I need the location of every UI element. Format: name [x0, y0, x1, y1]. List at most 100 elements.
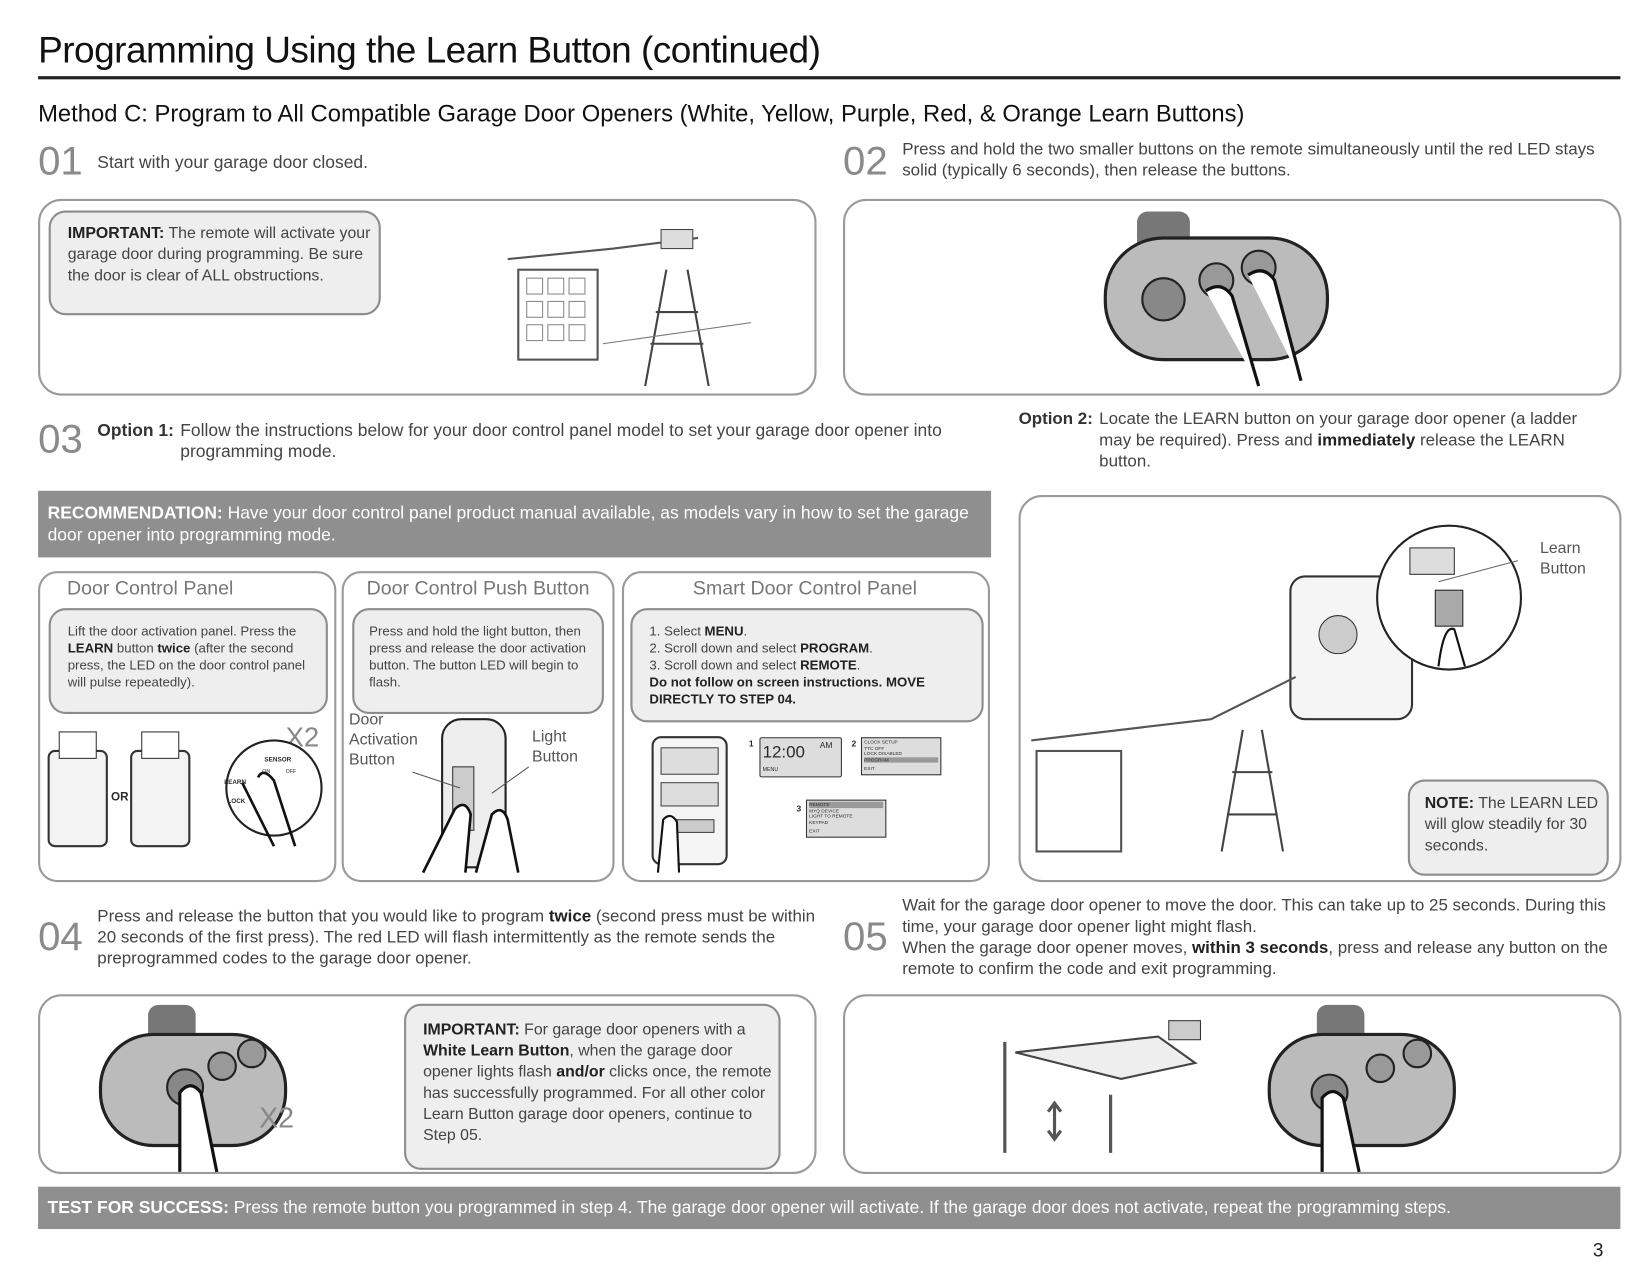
option1-label: Option 1: — [97, 420, 174, 441]
step03-panels-0-b1-text: LEARN — [67, 640, 114, 656]
times-two-label-step04: X2 — [259, 1102, 295, 1134]
step-number-04: 04 — [38, 914, 83, 960]
method-heading: Method C: Program to All Compatible Gara… — [38, 100, 1245, 127]
step03-panels-2-screen2-items-0-text: CLOCK SETUP — [864, 739, 898, 745]
learn-led-note: NOTE: The LEARN LED will glow steadily f… — [1407, 779, 1609, 876]
door-control-panels-illustration — [47, 731, 323, 848]
step04-imp-label-text: IMPORTANT: — [423, 1020, 520, 1039]
step04-text: Press and release the button that you wo… — [97, 906, 816, 969]
step01-important-note: IMPORTANT: The remote will activate your… — [48, 210, 381, 316]
garage-door-moving-illustration — [1003, 1020, 1202, 1153]
step05-t1-text: Wait for the garage door opener to move … — [902, 896, 1606, 937]
step03-option1: Option 1: Follow the instructions below … — [97, 420, 975, 462]
step-number-02: 02 — [842, 139, 888, 185]
step02-text: Press and hold the two smaller buttons o… — [902, 140, 1595, 180]
step03-panels-2-l2a-text: 2. Scroll down and select — [649, 640, 801, 656]
screen-3-number: 3 — [796, 803, 802, 814]
step03-note-label-text: NOTE: — [1424, 794, 1475, 813]
step03-panels-2-screen2-items-3-text: PROGRAM — [864, 756, 939, 763]
opener-learn-button-illustration — [1031, 524, 1523, 853]
door-control-panel-instructions: Lift the door activation panel. Press th… — [48, 608, 328, 714]
garage-door-ladder-illustration — [507, 228, 752, 387]
door-activation-button-label: Door Activation Button — [349, 710, 418, 769]
step03-panels-2-screen2-exit-text: EXIT — [864, 765, 875, 772]
step05-t3-text: , press and release any button on the re… — [902, 939, 1608, 979]
step03-panels-2-screen3-items-1-text: MYQ DEVICE — [809, 807, 840, 813]
step-number-01: 01 — [38, 139, 83, 185]
screen-2-number: 2 — [851, 739, 857, 749]
step03-panels-2-l1b-text: MENU — [704, 624, 744, 639]
step03-panels-0-t2-text: button — [113, 640, 158, 656]
panel-title-smart-panel: Smart Door Control Panel — [692, 576, 917, 599]
screen-1: 12:00 AM MENU — [759, 737, 842, 778]
step-number-03: 03 — [38, 417, 83, 463]
step04-imp-t1-text: For garage door openers with a — [519, 1020, 746, 1039]
step03-panels-2-screen3-items-3-text: KEYPAD — [809, 819, 829, 825]
step04-important-note: IMPORTANT: For garage door openers with … — [404, 1003, 781, 1170]
sensor-label: SENSOR — [264, 757, 292, 764]
step03-panels-2-screen2-items-1-text: TTC OFF — [864, 745, 885, 751]
or-label: OR — [111, 791, 129, 804]
step03-panels-0-t3-text: (after the second press, the LED on the … — [67, 640, 306, 690]
off-label: OFF — [285, 768, 297, 776]
step03-option2: Option 2: Locate the LEARN button on you… — [1019, 409, 1611, 472]
step04-b-text: twice — [548, 907, 592, 926]
step05-text: Wait for the garage door opener to move … — [902, 896, 1632, 981]
recommendation-text: Have your door control panel product man… — [47, 503, 969, 545]
step03-panels-2-screen2-items-2-text: LOCK DISABLED — [864, 750, 902, 757]
step03-panels-2-l3b-text: REMOTE — [800, 657, 857, 673]
step03-panels-2-l4-text: Do not follow on screen instructions. MO… — [649, 674, 925, 707]
step03-panels-2-l3c-text: . — [856, 657, 861, 673]
learn-label: LEARN — [224, 779, 247, 786]
step04-imp-t3-text: clicks once, the remote has successfully… — [423, 1062, 772, 1145]
remote-single-press-illustration — [98, 1004, 288, 1173]
step03-panels-0-b2-text: twice — [157, 640, 191, 656]
light-button-label: Light Button — [532, 727, 578, 766]
step03-panels-2-screen3-items-2-text: LIGHT TO REMOTE — [809, 813, 853, 819]
option1-text: Follow the instructions below for your d… — [180, 420, 942, 462]
smart-panel-instructions: 1. Select MENU. 2. Scroll down and selec… — [630, 608, 984, 723]
step03-option2-b-text: immediately — [1317, 431, 1416, 450]
step03-panels-2-l2c-text: . — [869, 640, 873, 656]
title-rule — [38, 76, 1621, 80]
recommendation-bar: RECOMMENDATION: Have your door control p… — [38, 490, 992, 558]
step05-t2-text: When the garage door opener moves, — [902, 939, 1192, 958]
step04-t1-text: Press and release the button that you wo… — [97, 907, 549, 926]
lock-label: LOCK — [227, 798, 246, 805]
step03-panels-2-l2b-text: PROGRAM — [800, 640, 870, 656]
step03-note-text-text: The LEARN LED will glow steadily for 30 … — [1424, 794, 1599, 855]
panel-title-door-control: Door Control Panel — [66, 576, 234, 599]
smart-panel-device-illustration — [651, 736, 728, 873]
step03-panels-2-l3a-text: 3. Scroll down and select — [649, 657, 801, 673]
screen-ampm: AM — [819, 740, 833, 750]
option2-text: Locate the LEARN button on your garage d… — [1099, 409, 1586, 472]
step-number-05: 05 — [842, 914, 888, 960]
step03-panels-2-l1a-text: 1. Select — [649, 624, 705, 639]
on-label: ON — [262, 768, 271, 776]
panel-title-push-button: Door Control Push Button — [366, 576, 590, 599]
step05-illustration-frame — [842, 994, 1622, 1175]
important-label: IMPORTANT: — [67, 224, 165, 243]
step04-imp-b1-text: White Learn Button — [423, 1041, 570, 1060]
step03-panels-2-screen3-exit-text: EXIT — [809, 828, 820, 834]
remote-two-finger-press-illustration — [1103, 211, 1330, 387]
screen-menu-label: MENU — [762, 766, 779, 774]
learn-button-callout: Learn Button — [1540, 539, 1586, 578]
step03-panels-0-t1-text: Lift the door activation panel. Press th… — [67, 624, 297, 639]
step04-t2-text: (second press must be within 20 seconds … — [97, 907, 816, 968]
step01-text: Start with your garage door closed. — [97, 153, 368, 173]
page-number: 3 — [1592, 1239, 1604, 1261]
screen-1-number: 1 — [748, 739, 754, 749]
push-button-instructions: Press and hold the light button, then pr… — [352, 608, 604, 714]
recommendation-label: RECOMMENDATION: — [47, 503, 223, 523]
step03-option2-t2-text: release the LEARN button. — [1099, 431, 1565, 471]
option2-label: Option 2: — [1018, 410, 1093, 429]
step03-panels-2-l1c-text: . — [743, 624, 748, 639]
step03-panels-2-screen3-items-0-text: REMOTE — [809, 801, 884, 808]
step04-imp-b2-text: and/or — [556, 1062, 605, 1081]
step05-b-text: within 3 seconds — [1191, 939, 1329, 958]
important-text: The remote will activate your garage doo… — [67, 224, 371, 285]
test-label: TEST FOR SUCCESS: — [47, 1198, 229, 1218]
